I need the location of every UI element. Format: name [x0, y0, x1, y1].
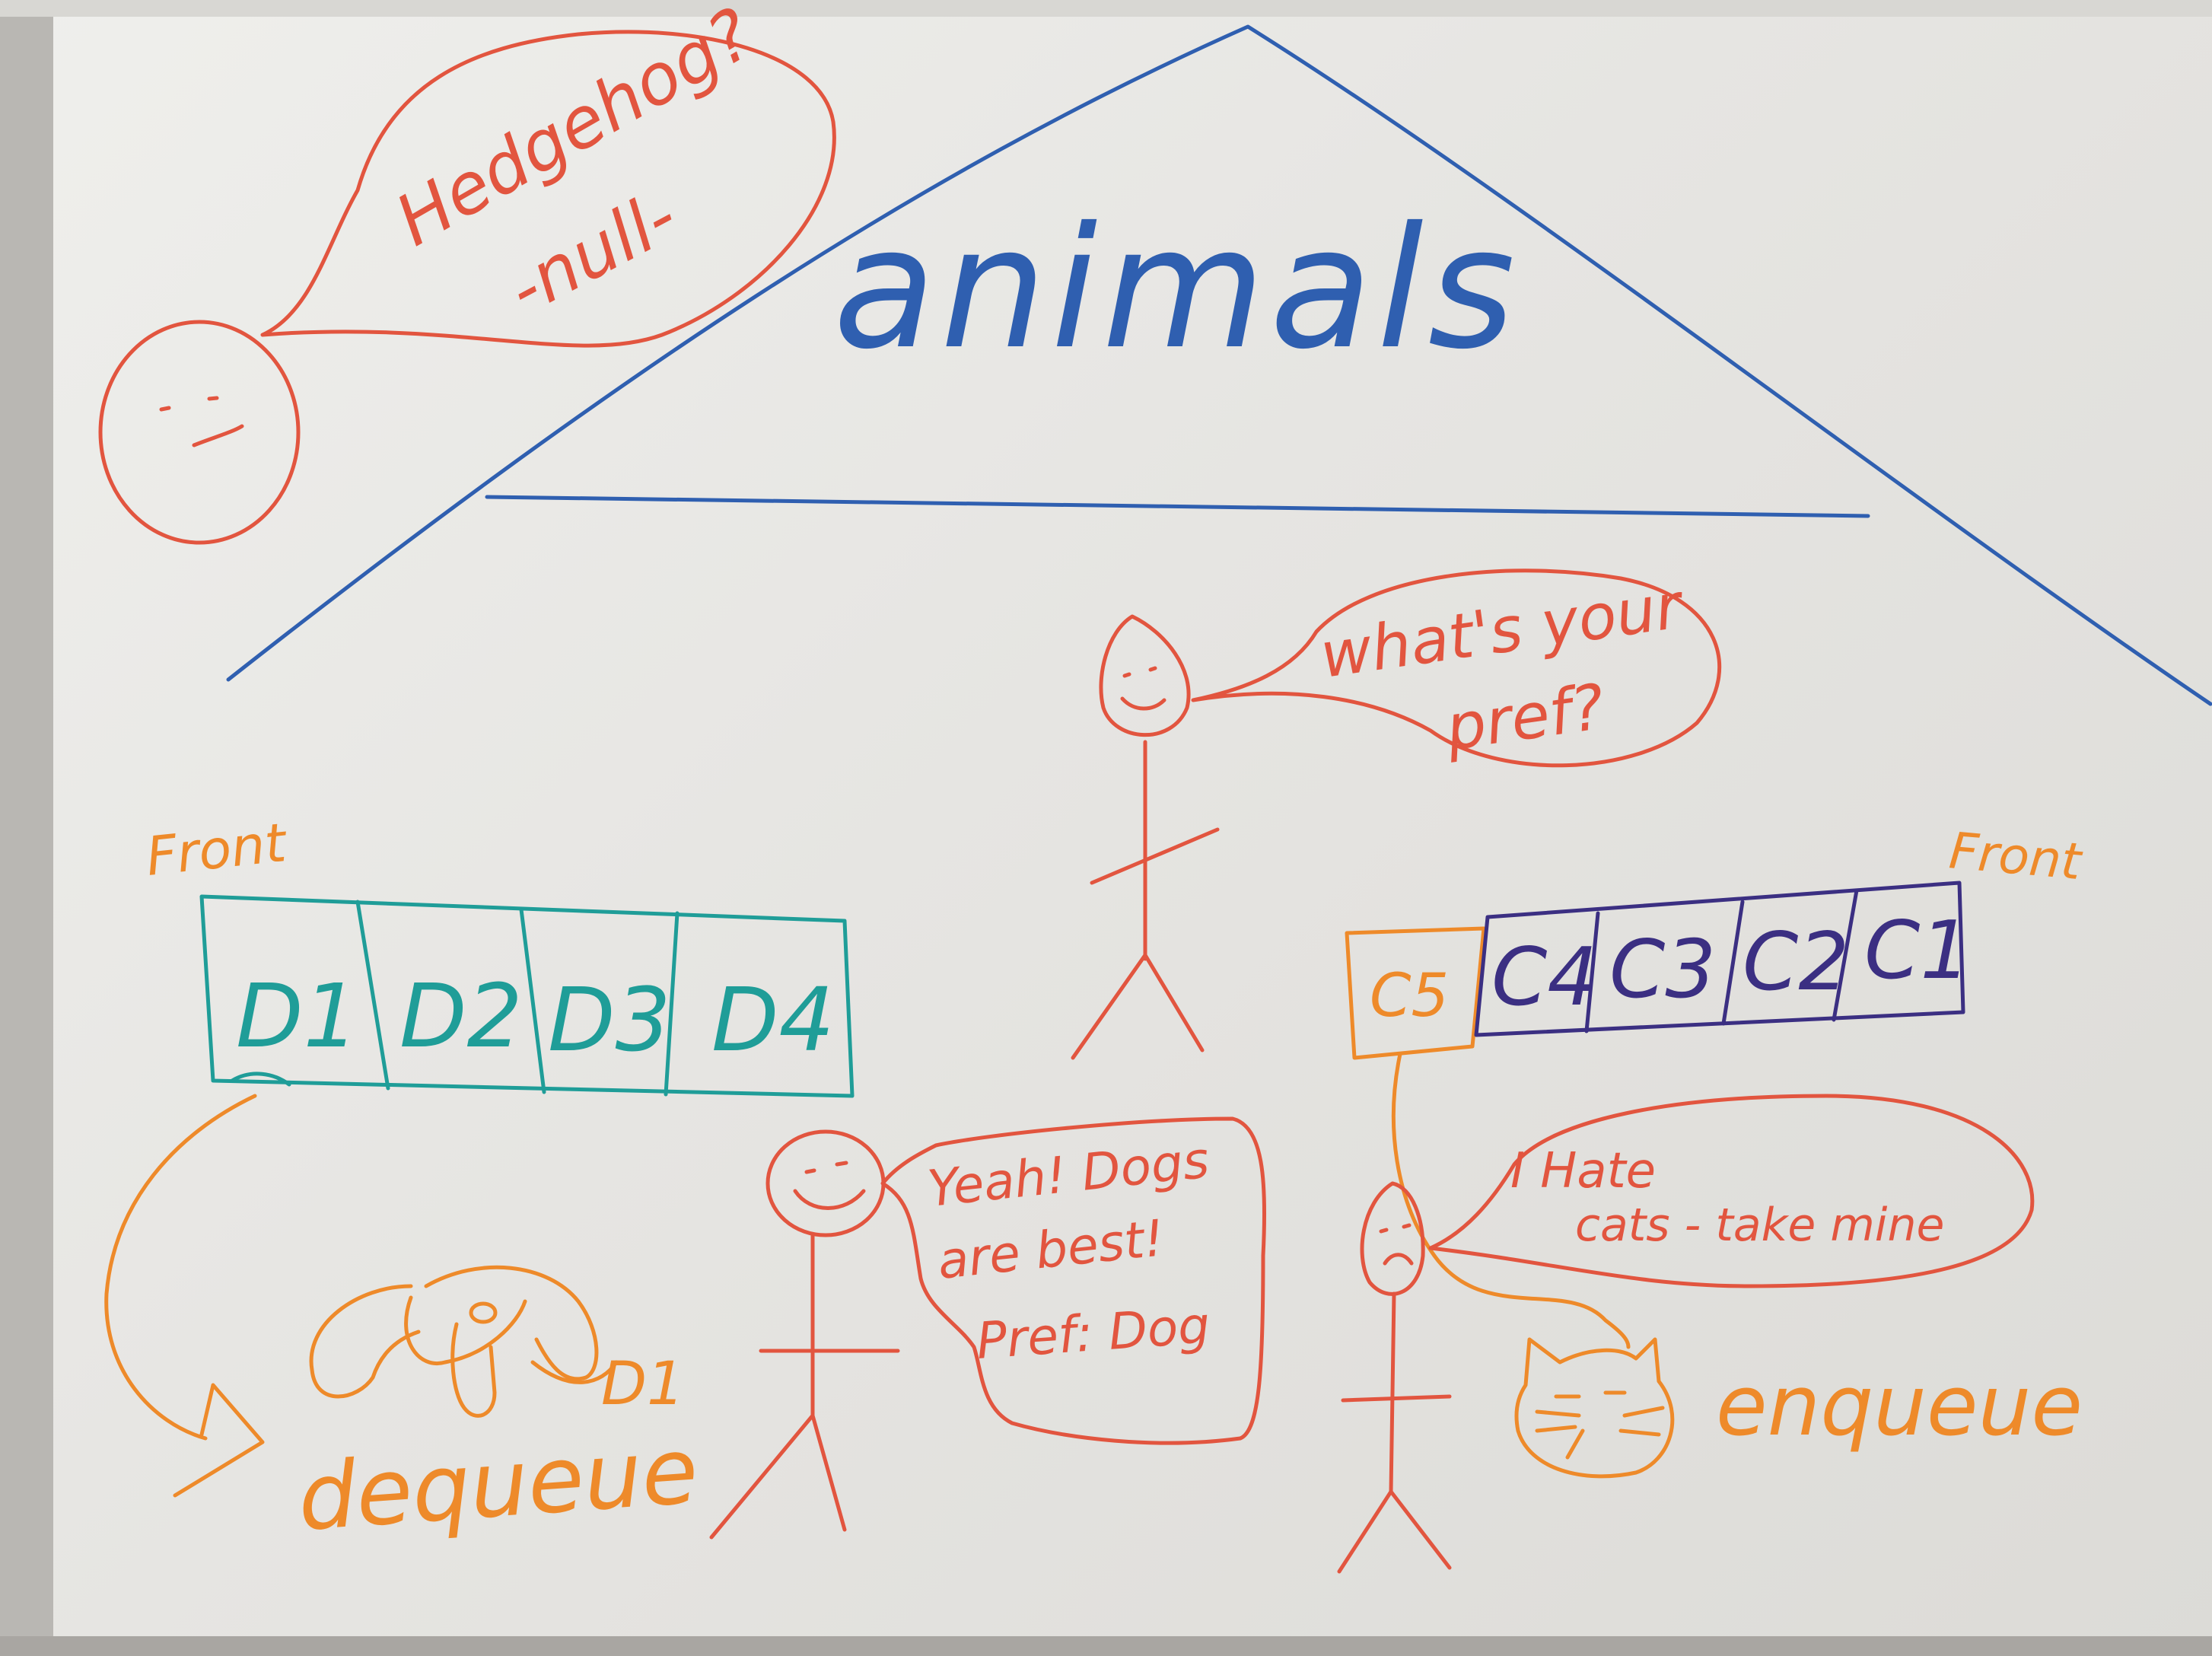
- cat-queue-cell-4: C1: [1864, 904, 1971, 997]
- cat-queue-front-label: Front: [1947, 821, 2085, 891]
- hedgehog-bubble: [260, 30, 836, 348]
- dog-queue-cell-4: D4: [711, 970, 835, 1072]
- enqueue-label: enqueue: [1716, 1357, 2083, 1454]
- sad-face-icon: [98, 320, 301, 545]
- dequeue-arrow: [104, 1094, 265, 1498]
- cat-queue: [1474, 881, 1965, 1037]
- cat-stick-figure-icon: [1337, 1181, 1452, 1574]
- cat-queue-cell-2: C3: [1609, 923, 1716, 1016]
- animals-title: animals: [833, 191, 1520, 386]
- animals-roof: [226, 24, 2212, 706]
- dog-pref-line-2: are best!: [935, 1209, 1167, 1291]
- pref-line-2: pref?: [1441, 671, 1609, 765]
- dog-stick-figure-icon: [709, 1129, 900, 1540]
- dog-pref-bubble: [880, 1116, 1267, 1445]
- dequeue-label: dequeue: [294, 1419, 701, 1552]
- dequeued-label: D1: [601, 1350, 685, 1419]
- dog-queue-cell-1: D1: [236, 966, 359, 1068]
- dog-face-icon: [309, 1265, 619, 1418]
- dog-queue-cell-3: D3: [548, 970, 671, 1072]
- cat-queue-new-cell: [1345, 926, 1631, 1349]
- dog-pref-line-1: Yeah! Dogs: [925, 1131, 1212, 1218]
- cat-queue-cell-1: C4: [1491, 931, 1598, 1024]
- dog-queue-cell-2: D2: [399, 966, 523, 1068]
- hate-cats-line-1: I Hate: [1510, 1143, 1656, 1199]
- hate-cats-bubble: [1428, 1094, 2035, 1288]
- cat-queue-new-cell-label: C5: [1370, 962, 1449, 1030]
- hate-cats-line-2: cats - take mine: [1575, 1199, 1944, 1252]
- dog-queue: [199, 894, 855, 1098]
- dog-queue-front-label: Front: [143, 811, 291, 888]
- whiteboard-frame-left: [0, 0, 53, 1656]
- cat-face-icon: [1514, 1337, 1675, 1479]
- pref-line-1: what's your: [1316, 570, 1689, 693]
- center-stick-figure-icon: [1071, 614, 1220, 1060]
- dog-pref-line-3: Pref: Dog: [975, 1296, 1212, 1371]
- whiteboard-frame-top: [0, 0, 2212, 17]
- whiteboard-frame-bottom: [0, 1636, 2212, 1656]
- pref-bubble: [1191, 568, 1722, 768]
- cat-queue-cell-3: C2: [1743, 916, 1849, 1008]
